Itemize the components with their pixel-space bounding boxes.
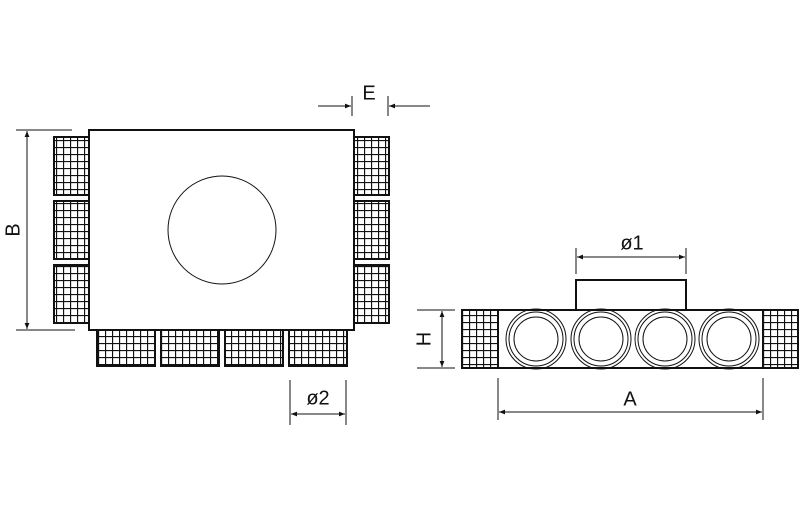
dimension-d2: ø2 [289,380,347,425]
mesh-outlet [53,200,90,260]
main-inlet-collar [575,279,687,311]
front-outlet [698,308,760,370]
dimension-d1: ø1 [575,232,687,274]
dimension-label-A: A [623,388,637,410]
side-view: ø1 H A [413,232,799,420]
mesh-outlet [353,136,390,196]
dimension-E: E [318,82,430,116]
mesh-outlet [353,200,390,260]
dimension-A: A [497,378,764,420]
mesh-outlet [353,264,390,324]
front-outlet [634,308,696,370]
mesh-outlet [96,329,156,367]
bottom-outlets [96,329,348,367]
mesh-outlet [160,329,220,367]
dimension-label-d2: ø2 [306,387,329,409]
mesh-outlet [53,264,90,324]
dimension-label-d1: ø1 [620,232,643,254]
side-mesh-outlet-right [762,309,799,369]
right-outlets [353,136,390,324]
dimension-label-E: E [362,82,375,104]
front-outlet [505,308,567,370]
dimension-label-B: B [2,223,24,236]
dimension-H: H [413,309,455,369]
dimension-label-H: H [413,332,435,346]
top-view: B E ø2 [2,82,430,425]
mesh-outlet [224,329,284,367]
mesh-outlet [288,329,348,367]
dimension-B: B [2,129,75,331]
front-outlets [505,308,760,370]
plenum-box [88,129,355,331]
front-outlet [570,308,632,370]
left-outlets [53,136,90,324]
mesh-outlet [53,136,90,196]
side-mesh-outlet-left [461,309,499,369]
main-inlet-circle [167,175,277,285]
